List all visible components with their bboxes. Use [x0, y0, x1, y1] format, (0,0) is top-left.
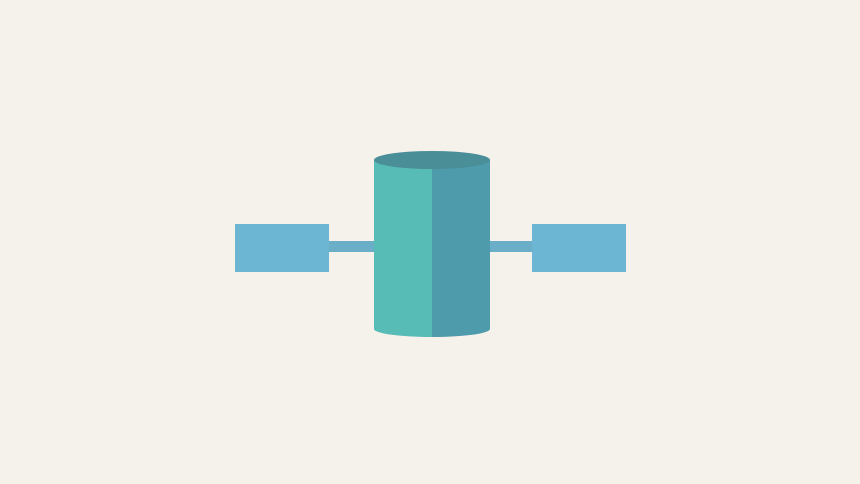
right-block	[532, 224, 626, 272]
cylinder-body-right	[432, 160, 490, 337]
connector-left	[328, 241, 378, 252]
cylinder-top	[374, 151, 490, 169]
left-block	[235, 224, 329, 272]
center-cylinder	[374, 151, 490, 337]
cylinder-body-left	[374, 160, 432, 337]
connector-right	[488, 241, 534, 252]
